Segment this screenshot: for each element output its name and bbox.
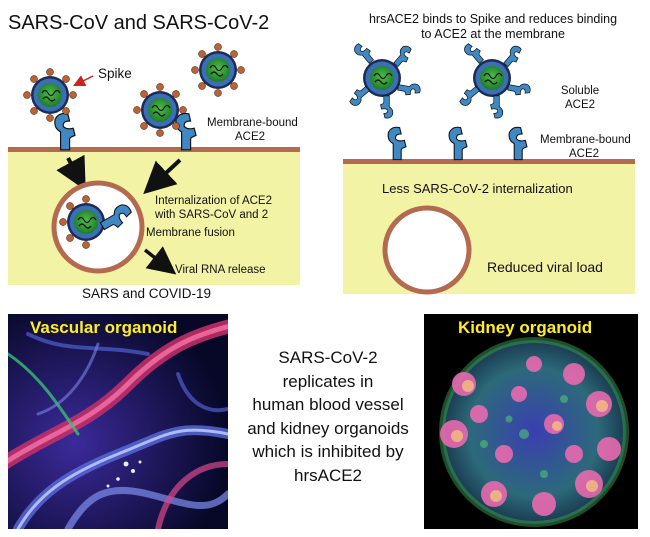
vascular-organoid-micrograph	[8, 314, 228, 529]
left-membrane-label-line1: Membrane-bound	[207, 117, 298, 129]
entry-arrow	[56, 154, 86, 191]
summary-line: human blood vessel	[252, 395, 404, 414]
summary-line: replicates in	[282, 371, 374, 391]
vascular-organoid-image: Vascular organoid	[8, 314, 228, 529]
neutralized-virus	[456, 40, 532, 119]
left-membrane-label: Membrane-bound ACE2	[207, 116, 298, 144]
kidney-organoid-image: Kidney organoid	[424, 314, 638, 529]
virus-particle	[133, 83, 187, 137]
membrane-ace2-receptor	[448, 126, 468, 161]
membrane-ace2-receptor	[387, 126, 407, 161]
soluble-ace2-label: Soluble ACE2	[552, 84, 608, 112]
internalized-virus	[59, 195, 106, 249]
kidney-organoid-micrograph	[424, 314, 638, 529]
kidney-organoid-label: Kidney organoid	[458, 318, 593, 337]
right-membrane-label: Membrane-bound ACE2	[540, 133, 631, 161]
right-panel-title-line1: hrsACE2 binds to Spike and reduces bindi…	[368, 12, 618, 26]
less-internalization-label: Less SARS-CoV-2 internalization	[382, 181, 573, 196]
virus-particle	[23, 68, 77, 122]
rna-release-arrow	[143, 246, 177, 275]
right-panel-title-line2: to ACE2 at the membrane	[421, 27, 565, 41]
entry-arrow	[143, 158, 182, 195]
internalization-label-line1: Internalization of ACE2	[155, 195, 272, 207]
summary-line: SARS-CoV-2	[278, 348, 378, 367]
empty-endosome	[382, 205, 472, 295]
membrane-ace2-receptor	[508, 126, 528, 161]
summary-line: hrsACE2	[293, 465, 363, 485]
summary-text: SARS-CoV-2 replicates in human blood ves…	[238, 346, 418, 487]
left-panel-title: SARS-CoV and SARS-CoV-2	[8, 12, 270, 34]
internalization-label-line2: with SARS-CoV and 2	[155, 209, 269, 221]
right-membrane-label-line1: Membrane-bound	[540, 134, 631, 146]
soluble-ace2-label-line2: ACE2	[564, 99, 596, 111]
left-membrane-label-line2: ACE2	[234, 131, 266, 143]
internalization-label: Internalization of ACE2 with SARS-CoV an…	[155, 194, 272, 222]
left-membrane	[8, 147, 300, 152]
vascular-organoid-label: Vascular organoid	[30, 318, 178, 337]
neutralized-virus	[346, 40, 422, 119]
soluble-ace2-label-line1: Soluble	[560, 85, 600, 97]
left-panel-caption: SARS and COVID-19	[82, 286, 212, 301]
spike-label: Spike	[98, 66, 132, 81]
fusion-label: Membrane fusion	[146, 227, 235, 239]
summary-line: and kidney organoids	[247, 418, 409, 438]
right-membrane	[343, 159, 635, 164]
right-panel-title: hrsACE2 binds to Spike and reduces bindi…	[352, 12, 634, 42]
reduced-viral-load-label: Reduced viral load	[487, 259, 603, 275]
summary-line: which is inhibited by	[252, 442, 404, 461]
spike-arrow	[72, 75, 94, 87]
virus-particle	[191, 43, 245, 97]
right-membrane-label-line2: ACE2	[568, 148, 600, 160]
rna-release-label: Viral RNA release	[175, 264, 266, 276]
